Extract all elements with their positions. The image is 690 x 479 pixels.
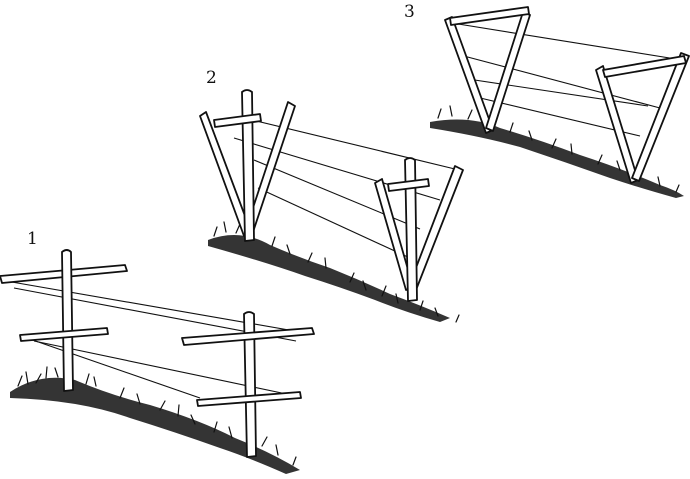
trellis-2 [199, 89, 464, 323]
grass-1 [10, 366, 300, 474]
crossbar-1c [181, 327, 315, 346]
crossbar-1b [19, 327, 109, 342]
post-1b [243, 311, 257, 458]
figure-label-3: 3 [404, 2, 415, 22]
post-2b [404, 157, 418, 302]
post-1a [61, 249, 74, 392]
figure-label-1: 1 [27, 229, 38, 249]
grass-3 [430, 105, 684, 198]
wires-3 [451, 22, 683, 137]
crossbar-2a [213, 113, 262, 128]
trellis-3 [430, 6, 690, 198]
crossbar-2b [387, 178, 430, 192]
crossbar-3a [449, 6, 530, 26]
arm-3b-right [631, 52, 690, 182]
post-2a [241, 89, 255, 242]
crossbar-1d [196, 391, 302, 407]
figure-label-2: 2 [206, 68, 217, 88]
crossbar-3b [602, 55, 687, 78]
trellis-1 [0, 249, 315, 474]
